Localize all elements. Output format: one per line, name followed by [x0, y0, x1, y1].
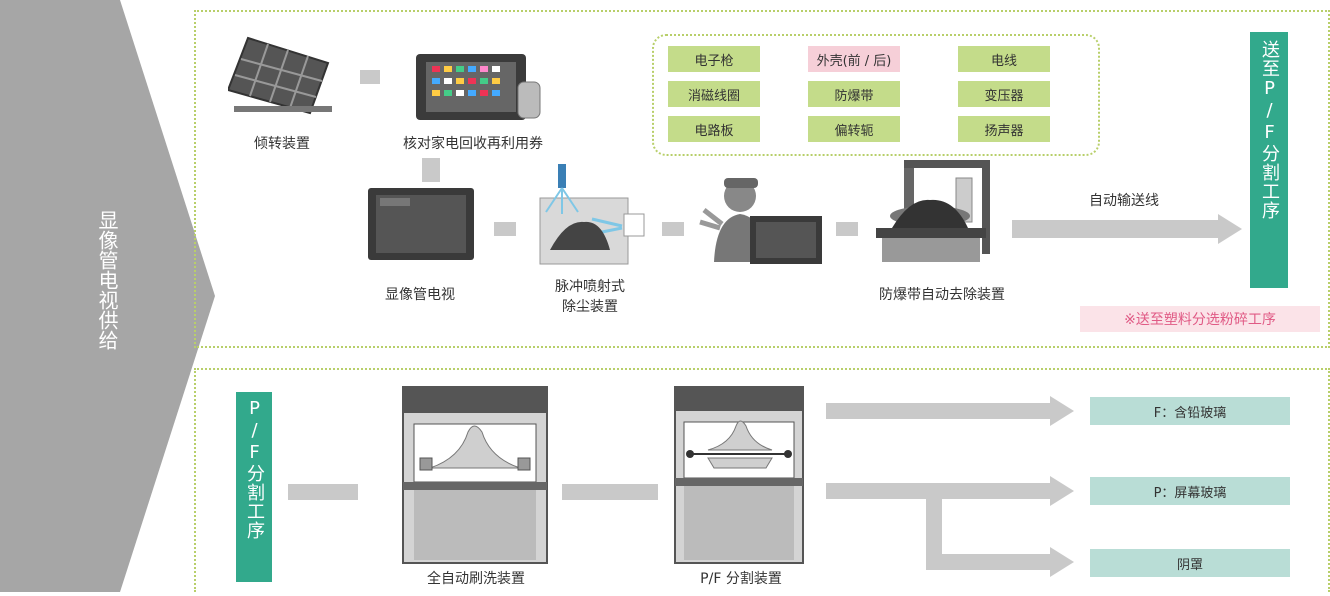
plastic-note: ※送至塑料分选粉碎工序 [1080, 306, 1320, 332]
banner-arrow-shape [0, 0, 215, 592]
dust-remover-label-1: 脉冲喷射式 [555, 279, 625, 295]
connector [494, 222, 516, 236]
band-remover-label: 防爆带自动去除装置 [879, 287, 1005, 303]
component-box: 电子枪 [668, 46, 760, 72]
connector [360, 70, 380, 84]
component-box: 电线 [958, 46, 1050, 72]
output-box: F：含铅玻璃 [1090, 397, 1290, 425]
voucher-check-label: 核对家电回收再利用券 [403, 136, 543, 152]
dust-remover-illustration [536, 164, 646, 278]
washer-illustration [402, 386, 548, 568]
component-box: 电路板 [668, 116, 760, 142]
pf-splitter-label: P/F 分割装置 [700, 571, 782, 587]
component-box: 变压器 [958, 81, 1050, 107]
connector [836, 222, 858, 236]
banner-label: 显像管电视供给 [95, 210, 119, 350]
tilt-device-illustration [226, 28, 338, 122]
pf-split-panel [194, 368, 1330, 592]
component-box: 偏转轭 [808, 116, 900, 142]
connector [422, 158, 440, 182]
output-box: P：屏幕玻璃 [1090, 477, 1290, 505]
conveyor-label: 自动输送线 [1089, 193, 1159, 209]
crt-tv-illustration [366, 186, 478, 268]
crt-tv-label: 显像管电视 [385, 287, 455, 303]
to-pf-split-tag: 送至P/F分割工序 [1250, 32, 1288, 288]
component-box: 防爆带 [808, 81, 900, 107]
connector [562, 484, 658, 500]
conveyor-arrow [1012, 214, 1242, 244]
supply-banner: 显像管电视供给 [0, 0, 215, 592]
connector [288, 484, 358, 500]
removed-components-group: 电子枪 外壳(前 / 后) 电线 消磁线圈 防爆带 变压器 电路板 偏转轭 扬声… [652, 34, 1100, 156]
dismantling-panel [194, 10, 1330, 348]
pf-splitter-illustration [674, 386, 804, 568]
dust-remover-label-2: 除尘装置 [562, 299, 618, 315]
output-arrows [826, 396, 1074, 577]
component-box: 消磁线圈 [668, 81, 760, 107]
band-remover-illustration [870, 158, 1010, 272]
connector [662, 222, 684, 236]
washer-label: 全自动刷洗装置 [427, 571, 525, 587]
output-box: 阴罩 [1090, 549, 1290, 577]
pf-split-tag: P/F分割工序 [236, 392, 272, 582]
voucher-scanner-illustration [414, 52, 544, 128]
tilt-device-label: 倾转装置 [254, 136, 310, 152]
component-box: 外壳(前 / 后) [808, 46, 900, 72]
manual-dismantling-illustration [696, 170, 826, 270]
component-box: 扬声器 [958, 116, 1050, 142]
